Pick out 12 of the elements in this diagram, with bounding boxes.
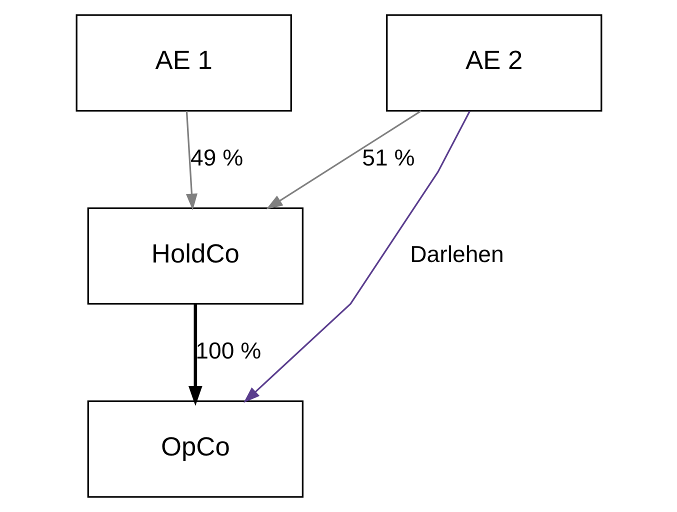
arrow [243, 110, 470, 403]
arrow [188, 304, 202, 406]
arrow [266, 110, 421, 210]
node-box: HoldCo [86, 207, 304, 305]
node-box: AE 1 [75, 14, 292, 112]
edge-label: 51 % [362, 144, 414, 171]
node-box: AE 2 [386, 14, 602, 112]
edge-label: Darlehen [410, 241, 504, 268]
edge-label: 100 % [195, 338, 261, 364]
arrow [185, 110, 197, 210]
edge-label: 49 % [190, 144, 243, 171]
node-box: OpCo [86, 400, 304, 498]
